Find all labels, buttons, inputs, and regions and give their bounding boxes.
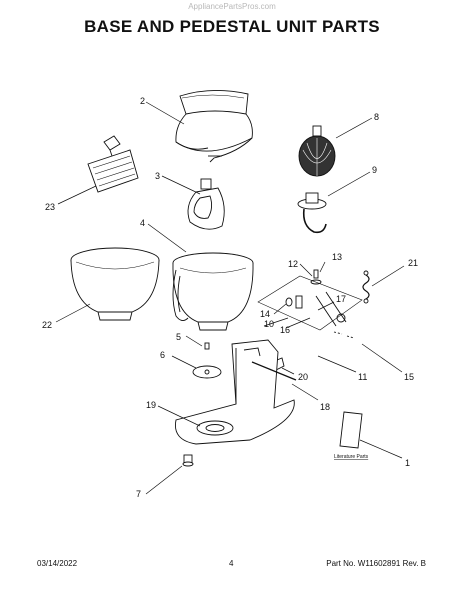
callout-3: 3: [155, 171, 160, 181]
callout-11: 11: [358, 372, 367, 382]
pedestal-base[interactable]: [174, 339, 297, 445]
callout-5: 5: [176, 332, 181, 342]
ceramic-bowl[interactable]: [70, 247, 160, 321]
footer-date: 03/14/2022: [37, 559, 78, 568]
callout-1: 1: [405, 458, 410, 468]
callout-13: 13: [332, 252, 342, 262]
callout-8: 8: [374, 112, 379, 122]
callout-22: 22: [42, 320, 52, 330]
wire-whip[interactable]: [298, 125, 336, 177]
literature-parts[interactable]: [339, 411, 363, 449]
footer-part-number: Part No. W11602891 Rev. B: [326, 559, 426, 568]
callout-20: 20: [298, 372, 308, 382]
callout-16: 16: [280, 325, 290, 335]
hinge-pin-assembly[interactable]: [257, 275, 363, 339]
callout-4: 4: [140, 218, 145, 228]
callout-10: 10: [264, 319, 274, 329]
callout-9: 9: [372, 165, 377, 175]
foot[interactable]: [182, 454, 194, 467]
callout-18: 18: [320, 402, 330, 412]
watermark: AppliancePartsPros.com: [188, 2, 276, 11]
callout-23: 23: [45, 202, 55, 212]
callout-17: 17: [336, 294, 346, 304]
footer-page: 4: [229, 559, 234, 568]
callout-7: 7: [136, 489, 141, 499]
page-title: BASE AND PEDESTAL UNIT PARTS: [84, 17, 380, 36]
callout-6: 6: [160, 350, 165, 360]
pastry-beater[interactable]: [87, 135, 139, 193]
literature-label: Literature Parts: [334, 454, 369, 460]
flat-beater[interactable]: [187, 178, 225, 230]
spring[interactable]: [362, 270, 370, 304]
callout-19: 19: [146, 400, 156, 410]
callout-21: 21: [408, 258, 418, 268]
pouring-shield[interactable]: [175, 89, 253, 163]
callout-14: 14: [260, 309, 270, 319]
callout-12: 12: [288, 259, 298, 269]
dough-hook[interactable]: [297, 192, 327, 234]
callout-15: 15: [404, 372, 414, 382]
mixing-bowl[interactable]: [172, 252, 254, 331]
trim-plate[interactable]: [192, 342, 222, 379]
callout-2: 2: [140, 96, 145, 106]
